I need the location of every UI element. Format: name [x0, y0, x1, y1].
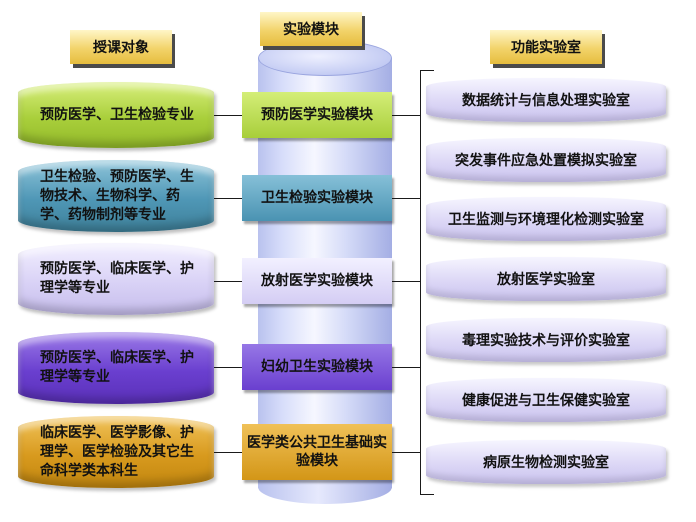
connector-line	[392, 452, 420, 453]
lab-statistics-information: 数据统计与信息处理实验室	[426, 78, 666, 122]
audience-preventive-clinical-nursing-1: 预防医学、临床医学、护理学等专业	[18, 243, 214, 315]
header-audience: 授课对象	[70, 30, 172, 64]
lab-emergency-simulation: 突发事件应急处置模拟实验室	[426, 138, 666, 182]
audience-clinical-imaging-lifescience: 临床医学、医学影像、护理学、医学检验及其它生命科学类本科生	[18, 416, 214, 488]
module-public-health-basics: 医学类公共卫生基础实验模块	[242, 424, 392, 480]
audience-preventive-hygiene: 预防医学、卫生检验专业	[18, 82, 214, 148]
cylinder-top	[258, 40, 392, 76]
bracket-bottom	[420, 494, 434, 495]
module-maternal-child-health: 妇幼卫生实验模块	[242, 344, 392, 390]
connector-line	[392, 281, 420, 282]
lab-pathogen-detection: 病原生物检测实验室	[426, 440, 666, 484]
lab-monitoring-environment: 卫生监测与环境理化检测实验室	[426, 197, 666, 241]
bracket-vertical	[420, 70, 421, 494]
audience-hygiene-biotech-pharmacy: 卫生检验、预防医学、生物技术、生物科学、药学、药物制剂等专业	[18, 160, 214, 232]
connector-line	[392, 115, 420, 116]
connector-line	[392, 367, 420, 368]
connector-line	[214, 367, 242, 368]
connector-line	[392, 198, 420, 199]
lab-radiation-medicine: 放射医学实验室	[426, 257, 666, 301]
module-preventive-medicine: 预防医学实验模块	[242, 92, 392, 138]
connector-line	[214, 452, 242, 453]
module-radiation-medicine: 放射医学实验模块	[242, 258, 392, 304]
header-modules: 实验模块	[260, 12, 362, 46]
lab-health-promotion: 健康促进与卫生保健实验室	[426, 378, 666, 422]
lab-toxicology: 毒理实验技术与评价实验室	[426, 318, 666, 362]
header-labs: 功能实验室	[490, 30, 602, 64]
bracket-top	[420, 70, 434, 71]
audience-preventive-clinical-nursing-2: 预防医学、临床医学、护理学等专业	[18, 332, 214, 404]
connector-line	[214, 115, 242, 116]
connector-line	[214, 198, 242, 199]
module-health-inspection: 卫生检验实验模块	[242, 175, 392, 221]
connector-line	[214, 281, 242, 282]
